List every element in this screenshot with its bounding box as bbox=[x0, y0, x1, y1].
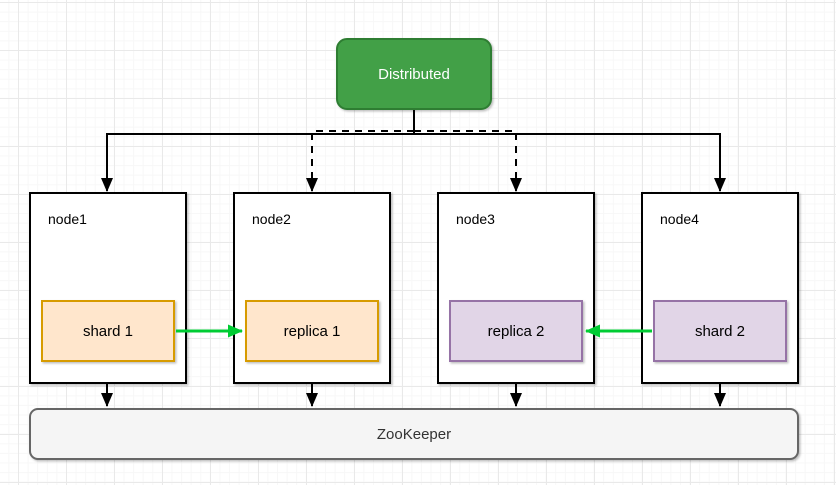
shard2-box[interactable]: shard 2 bbox=[653, 300, 787, 362]
zookeeper-label: ZooKeeper bbox=[377, 426, 451, 443]
replica2-label: replica 2 bbox=[488, 323, 545, 340]
node1-label: node1 bbox=[48, 211, 87, 227]
edge-distributed-node2-dashed[interactable] bbox=[306, 130, 414, 192]
shard2-rect[interactable] bbox=[653, 300, 787, 362]
edge-distributed-node1[interactable] bbox=[101, 133, 414, 192]
edge-distributed-node3-dashed[interactable] bbox=[414, 130, 522, 192]
distributed-label: Distributed bbox=[378, 66, 450, 83]
replica1-box[interactable]: replica 1 bbox=[245, 300, 379, 362]
replica2-box[interactable]: replica 2 bbox=[449, 300, 583, 362]
zookeeper-box[interactable]: ZooKeeper bbox=[29, 408, 799, 460]
shard1-label: shard 1 bbox=[83, 323, 133, 340]
distributed-box[interactable]: Distributed bbox=[336, 38, 492, 110]
node4-label: node4 bbox=[660, 211, 699, 227]
replica2-rect[interactable] bbox=[449, 300, 583, 362]
distributed-rect[interactable] bbox=[336, 38, 492, 110]
shard2-label: shard 2 bbox=[695, 323, 745, 340]
replica1-label: replica 1 bbox=[284, 323, 341, 340]
replica1-rect[interactable] bbox=[245, 300, 379, 362]
zookeeper-rect[interactable] bbox=[29, 408, 799, 460]
node2-label: node2 bbox=[252, 211, 291, 227]
shard1-box[interactable]: shard 1 bbox=[41, 300, 175, 362]
edge-distributed-node4[interactable] bbox=[414, 133, 726, 192]
shard1-rect[interactable] bbox=[41, 300, 175, 362]
node3-label: node3 bbox=[456, 211, 495, 227]
